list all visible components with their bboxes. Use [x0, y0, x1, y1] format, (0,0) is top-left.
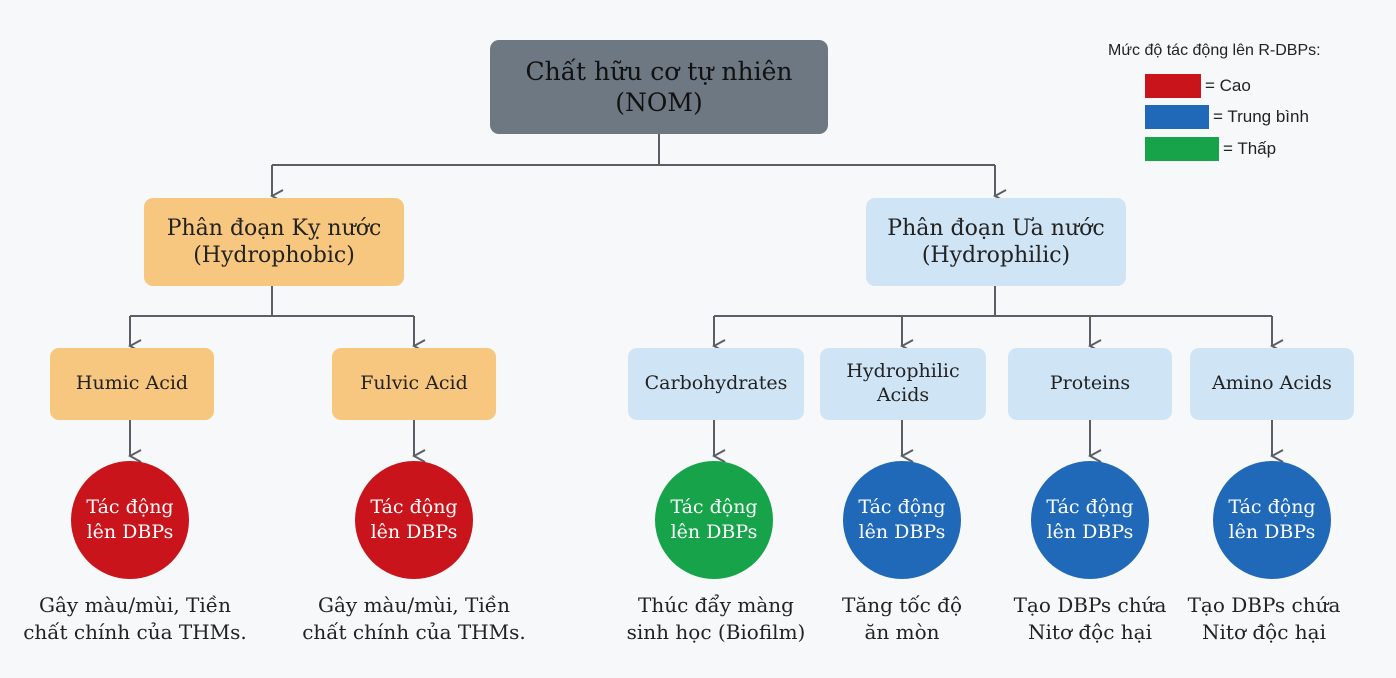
fraction-node-hydrophobic: Phân đoạn Kỵ nước (Hydrophobic)	[144, 198, 404, 286]
description-line: Gây màu/mùi, Tiền	[318, 593, 510, 617]
root-subtitle: (NOM)	[615, 88, 703, 117]
component-label: Humic Acid	[75, 372, 189, 395]
impact-circle-proteins: Tác động lên DBPs	[1031, 461, 1149, 579]
component-node-amino-acids: Amino Acids	[1190, 348, 1354, 420]
legend-label: = Thấp	[1223, 139, 1277, 158]
root-node-nom: Chất hữu cơ tự nhiên (NOM)	[490, 40, 828, 134]
impact-circle-humic-acid: Tác động lên DBPs	[71, 461, 189, 579]
legend-swatch-low	[1145, 137, 1219, 161]
description-line: Tạo DBPs chứa	[1187, 593, 1341, 617]
component-label: Amino Acids	[1212, 372, 1332, 395]
component-label: Carbohydrates	[644, 372, 788, 395]
legend-item-low: = Thấp	[1145, 137, 1276, 161]
impact-label: Tác động lên DBPs	[1046, 496, 1134, 543]
component-node-carbohydrates: Carbohydrates	[628, 348, 804, 420]
description-line: chất chính của THMs.	[302, 620, 526, 644]
legend-title: Mức độ tác động lên R-DBPs:	[1108, 42, 1321, 59]
hydrophobic-connector	[130, 286, 414, 317]
description-line: Tăng tốc độ	[842, 593, 962, 617]
component-node-proteins: Proteins	[1008, 348, 1172, 420]
description-proteins: Tạo DBPs chứa Nitơ độc hại	[960, 592, 1220, 646]
description-line: ăn mòn	[864, 620, 940, 644]
description-fulvic-acid: Gây màu/mùi, Tiền chất chính của THMs.	[284, 592, 544, 646]
impact-label: Tác động lên DBPs	[86, 496, 174, 543]
description-line: Thúc đẩy màng	[638, 593, 794, 617]
impact-label: Tác động lên DBPs	[670, 496, 758, 543]
impact-label: Tác động lên DBPs	[858, 496, 946, 543]
description-line: chất chính của THMs.	[23, 620, 247, 644]
fraction-subtitle: (Hydrophilic)	[921, 243, 1071, 268]
description-carbohydrates: Thúc đẩy màng sinh học (Biofilm)	[586, 592, 846, 646]
impact-circle-carbohydrates: Tác động lên DBPs	[655, 461, 773, 579]
description-line: Gây màu/mùi, Tiền	[39, 593, 231, 617]
impact-label: Tác động lên DBPs	[370, 496, 458, 543]
root-connector	[272, 133, 995, 166]
description-line: sinh học (Biofilm)	[626, 620, 806, 644]
component-label: Proteins	[1049, 372, 1131, 395]
component-node-hydrophilic-acids: Hydrophilic Acids	[820, 348, 986, 420]
component-label: Fulvic Acid	[360, 372, 468, 395]
fraction-node-hydrophilic: Phân đoạn Ưa nước (Hydrophilic)	[866, 198, 1126, 286]
hydrophilic-connector	[714, 286, 1272, 317]
component-label: Hydrophilic Acids	[846, 360, 960, 406]
description-line: Nitơ độc hại	[1028, 620, 1152, 644]
legend-label: = Cao	[1205, 76, 1251, 95]
fraction-title: Phân đoạn Kỵ nước	[166, 215, 382, 241]
impact-circle-hydrophilic-acids: Tác động lên DBPs	[843, 461, 961, 579]
component-node-fulvic-acid: Fulvic Acid	[332, 348, 496, 420]
description-line: Tạo DBPs chứa	[1013, 593, 1167, 617]
legend-item-medium: = Trung bình	[1145, 105, 1309, 129]
legend-label: = Trung bình	[1213, 107, 1309, 126]
description-amino-acids: Tạo DBPs chứa Nitơ độc hại	[1134, 592, 1394, 646]
impact-circle-fulvic-acid: Tác động lên DBPs	[355, 461, 473, 579]
impact-circle-amino-acids: Tác động lên DBPs	[1213, 461, 1331, 579]
fraction-subtitle: (Hydrophobic)	[193, 243, 355, 268]
legend-swatch-medium	[1145, 105, 1209, 129]
description-line: Nitơ độc hại	[1202, 620, 1326, 644]
component-node-humic-acid: Humic Acid	[50, 348, 214, 420]
root-title: Chất hữu cơ tự nhiên	[525, 56, 793, 86]
impact-label: Tác động lên DBPs	[1228, 496, 1316, 543]
fraction-title: Phân đoạn Ưa nước	[887, 215, 1105, 241]
legend-item-high: = Cao	[1145, 74, 1251, 98]
description-hydrophilic-acids: Tăng tốc độ ăn mòn	[772, 592, 1032, 646]
legend-swatch-high	[1145, 74, 1201, 98]
description-humic-acid: Gây màu/mùi, Tiền chất chính của THMs.	[5, 592, 265, 646]
